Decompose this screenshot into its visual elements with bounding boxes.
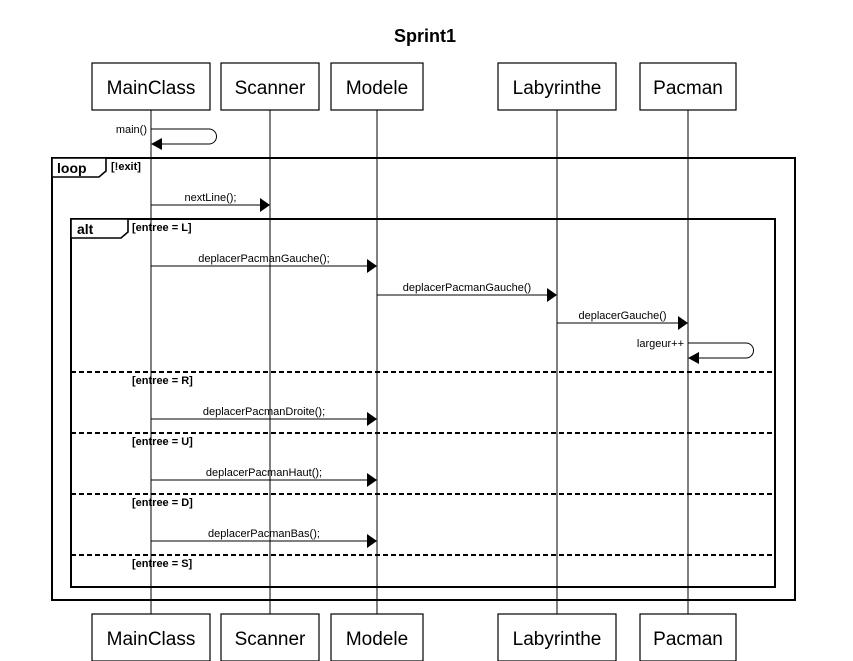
participant-box [91, 613, 211, 661]
alt-tab [70, 218, 129, 239]
participant-modele-top: Modele [330, 62, 424, 111]
message-label: largeur++ [637, 338, 684, 350]
participant-label: Labyrinthe [513, 629, 602, 650]
participant-label: MainClass [107, 78, 196, 99]
participant-box [220, 613, 320, 661]
participant-pacman-bottom: Pacman [639, 613, 737, 661]
participant-box [497, 613, 617, 661]
participant-box [639, 62, 737, 111]
alt-keyword: alt [77, 221, 94, 237]
message: deplacerPacmanBas(); [151, 528, 377, 548]
participant-box [91, 62, 211, 111]
participant-label: Modele [346, 629, 408, 650]
participant-box [220, 62, 320, 111]
alt-guard: [entree = D] [132, 497, 193, 509]
message-label: deplacerPacmanDroite(); [203, 406, 325, 418]
arrowhead [367, 259, 377, 273]
diagram-title: Sprint1 [394, 26, 456, 46]
message-label: deplacerPacmanGauche(); [198, 253, 329, 265]
arrowhead [547, 288, 557, 302]
arrowhead [260, 198, 270, 212]
message: deplacerPacmanGauche(); [151, 253, 377, 273]
arrowhead [367, 412, 377, 426]
message-label: nextLine(); [185, 192, 237, 204]
message: deplacerPacmanHaut(); [151, 467, 377, 487]
arrowhead [367, 473, 377, 487]
participant-box [497, 62, 617, 111]
message-label: deplacerPacmanHaut(); [206, 467, 322, 479]
arrowhead [688, 352, 699, 364]
loop-fragment: loop [!exit] [51, 157, 796, 601]
arrowhead [678, 316, 688, 330]
combined-fragments: loop [!exit] alt [entree = L] [entree = R] [e… [51, 157, 796, 601]
participant-modele-bottom: Modele [330, 613, 424, 661]
participant-label: Scanner [235, 629, 306, 650]
alt-guard: [entree = U] [132, 436, 193, 448]
alt-guard: [entree = R] [132, 375, 193, 387]
participant-mainclass-bottom: MainClass [91, 613, 211, 661]
loop-tab [51, 157, 107, 178]
participant-box [330, 62, 424, 111]
participant-label: Modele [346, 78, 408, 99]
message: deplacerPacmanDroite(); [151, 406, 377, 426]
participant-scanner-bottom: Scanner [220, 613, 320, 661]
message: deplacerPacmanGauche() [377, 282, 557, 302]
message: deplacerGauche() [557, 310, 688, 330]
message-label: deplacerPacmanGauche() [403, 282, 531, 294]
messages: main() nextLine(); deplacerPacmanGauche();… [116, 124, 754, 548]
lifelines [150, 110, 689, 614]
loop-keyword: loop [57, 160, 87, 176]
participant-label: Pacman [653, 78, 723, 99]
message-label: deplacerPacmanBas(); [208, 528, 320, 540]
alt-guard: [entree = L] [132, 222, 192, 234]
participant-label: MainClass [107, 629, 196, 650]
participant-box [639, 613, 737, 661]
alt-guard: [entree = S] [132, 558, 193, 570]
message-label: main() [116, 124, 147, 136]
participant-mainclass-top: MainClass [91, 62, 211, 111]
participant-box [330, 613, 424, 661]
participant-label: Pacman [653, 629, 723, 650]
participant-labyrinthe-bottom: Labyrinthe [497, 613, 617, 661]
message: nextLine(); [151, 192, 270, 212]
self-message-line [151, 128, 217, 145]
loop-frame [51, 157, 796, 601]
arrowhead [367, 534, 377, 548]
message: largeur++ [637, 338, 754, 364]
participant-labyrinthe-top: Labyrinthe [497, 62, 617, 111]
participant-label: Scanner [235, 78, 306, 99]
participant-pacman-top: Pacman [639, 62, 737, 111]
message: main() [116, 124, 217, 150]
loop-guard: [!exit] [111, 161, 141, 173]
alt-fragment: alt [entree = L] [entree = R] [entree = U] [… [70, 218, 776, 588]
participants: MainClassMainClassScannerScannerModeleMo… [91, 62, 737, 661]
message-label: deplacerGauche() [578, 310, 666, 322]
alt-frame [70, 218, 776, 588]
self-message-line [688, 342, 754, 359]
participant-scanner-top: Scanner [220, 62, 320, 111]
participant-label: Labyrinthe [513, 78, 602, 99]
arrowhead [151, 138, 162, 150]
